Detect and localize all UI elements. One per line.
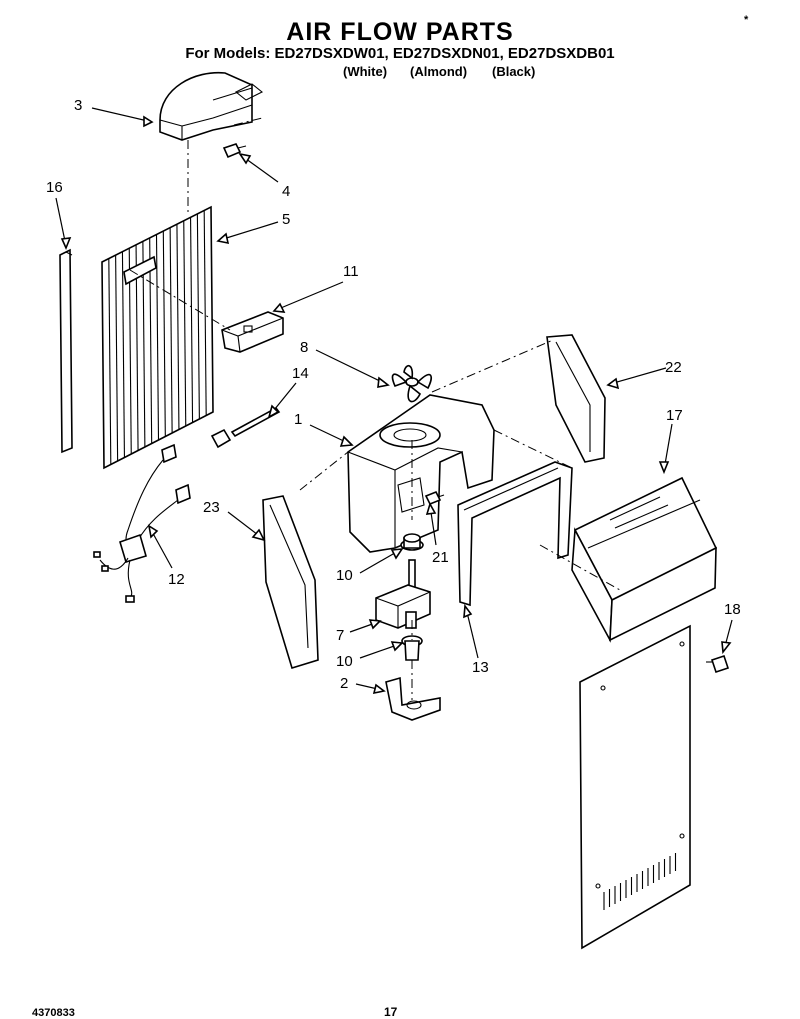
callout-3: 3 — [74, 97, 82, 114]
callout-10-upper: 10 — [336, 567, 353, 584]
assembly-lines — [129, 117, 621, 700]
doc-number: 4370833 — [32, 1007, 75, 1019]
callout-14: 14 — [292, 365, 309, 382]
part-4-screw — [222, 143, 247, 159]
callout-11: 11 — [343, 263, 359, 280]
callout-13: 13 — [472, 659, 489, 676]
corner-mark: * — [744, 14, 749, 26]
part-1-fan-housing — [347, 394, 495, 553]
part-7-fan-motor — [375, 559, 431, 629]
part-3-duct-cover — [159, 71, 264, 141]
callout-5: 5 — [282, 211, 290, 228]
callout-21: 21 — [432, 549, 449, 566]
part-10-grommet-lower — [401, 635, 423, 661]
grille-rib — [203, 210, 207, 416]
page-title: AIR FLOW PARTS — [286, 18, 514, 46]
callout-16: 16 — [46, 179, 63, 196]
page-number: 17 — [384, 1005, 398, 1019]
part-21-screw — [424, 490, 445, 506]
part-16-gasket-strip — [59, 248, 73, 454]
grille-rib — [190, 217, 194, 423]
color-label-white: (White) — [343, 64, 388, 79]
grille-rib — [149, 237, 153, 444]
callout-2: 2 — [340, 675, 348, 692]
callout-4: 4 — [282, 183, 290, 200]
part-10-grommet-upper — [400, 533, 424, 551]
callout-22: 22 — [665, 359, 682, 376]
callout-18: 18 — [724, 601, 741, 618]
grille-rib — [196, 213, 200, 420]
part-18-screw — [706, 654, 730, 674]
callout-23: 23 — [203, 499, 220, 516]
grille-rib — [121, 251, 125, 458]
grille-rib — [176, 224, 180, 430]
part-11-bracket — [221, 311, 284, 353]
part-2-motor-bracket — [385, 676, 441, 721]
grille-rib — [108, 258, 112, 465]
callout-1: 1 — [294, 411, 302, 428]
part-14-sensor — [210, 406, 281, 449]
grille-rib — [155, 234, 160, 441]
grille-rib — [115, 255, 119, 462]
part-17-air-duct — [571, 476, 718, 643]
callout-7: 7 — [336, 627, 344, 644]
callout-numbers: 3 4 5 16 11 8 14 1 22 17 23 12 21 10 7 1… — [46, 97, 741, 692]
models-line: For Models: ED27DSXDW01, ED27DSXDN01, ED… — [185, 45, 615, 62]
color-label-almond: (Almond) — [410, 64, 468, 79]
rear-panel — [579, 624, 691, 950]
callout-10-lower: 10 — [336, 653, 353, 670]
grille-rib — [169, 227, 173, 434]
part-13-u-seal — [457, 461, 573, 607]
grille-rib — [183, 220, 187, 427]
part-22-right-seal — [546, 334, 606, 463]
color-label-black: (Black) — [492, 64, 536, 79]
part-5-evaporator-cover — [101, 205, 214, 470]
leader-lines — [55, 107, 733, 695]
part-12-wire-harness — [93, 443, 191, 603]
callout-17: 17 — [666, 407, 683, 424]
grille-rib — [162, 231, 166, 437]
part-8-fan-blade — [391, 365, 432, 403]
callout-12: 12 — [168, 571, 185, 588]
part-23-left-seal — [262, 495, 319, 670]
callout-8: 8 — [300, 339, 308, 356]
